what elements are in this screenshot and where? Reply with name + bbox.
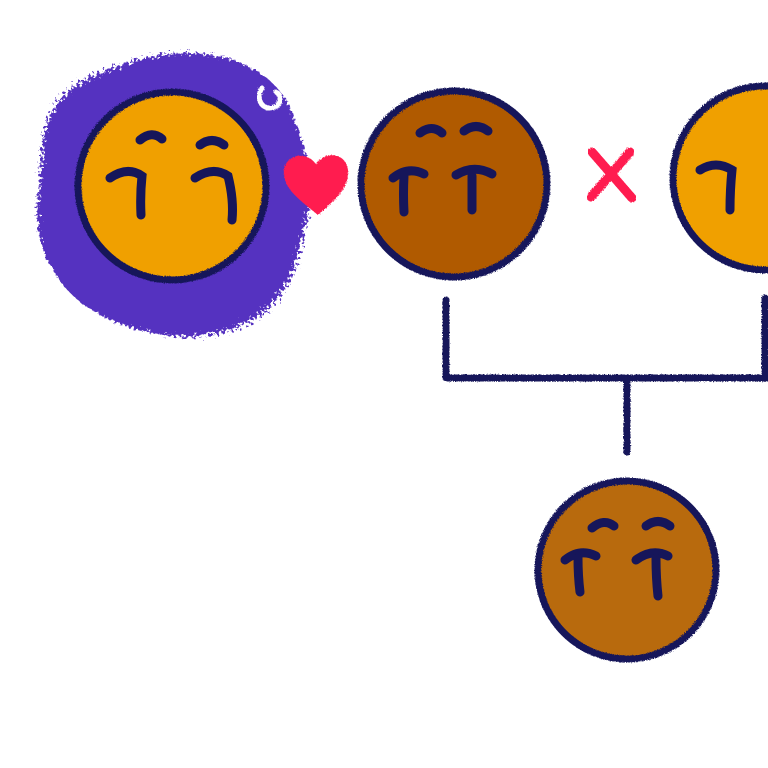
tree-connector	[442, 294, 768, 456]
cross-icon	[586, 147, 637, 203]
smiling-face-icon	[105, 130, 237, 225]
parent-b-node	[669, 82, 768, 274]
child-node	[534, 477, 720, 663]
smiling-face-icon	[560, 517, 675, 601]
heart-icon	[283, 155, 349, 215]
partner-node	[74, 88, 270, 284]
swirl-icon	[256, 85, 283, 111]
smiling-face-icon	[695, 160, 737, 215]
parent-a-node	[357, 87, 551, 281]
smiling-face-icon	[388, 122, 497, 217]
